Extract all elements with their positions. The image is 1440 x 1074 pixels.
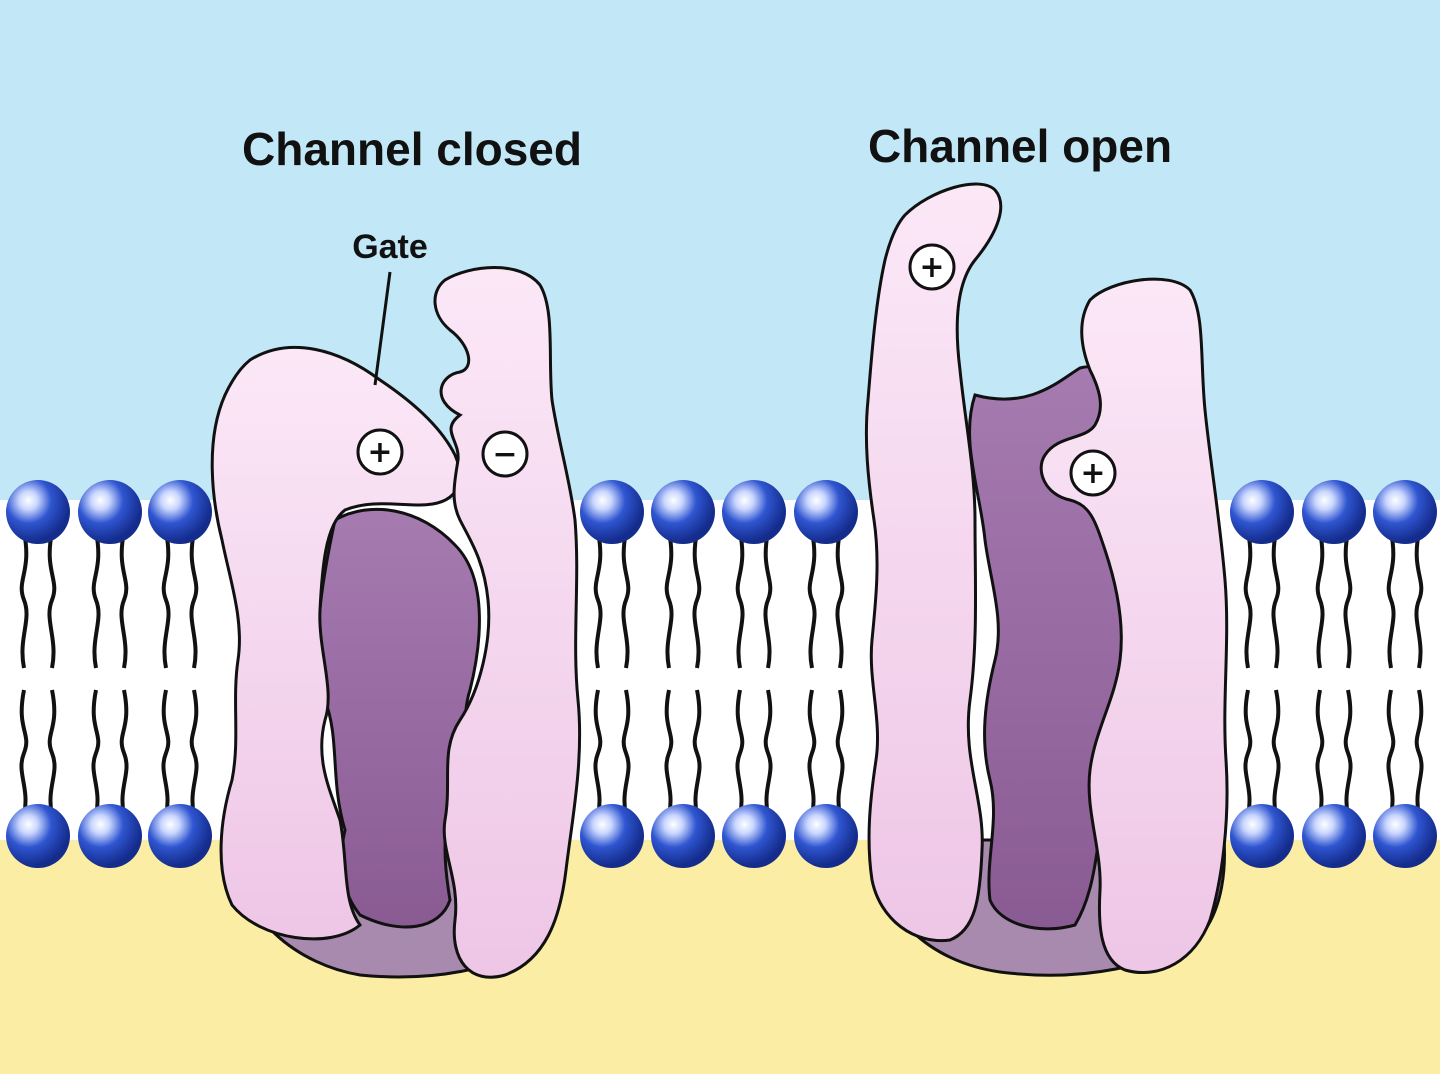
lipid-head xyxy=(722,480,786,544)
open-right-positive-charge-sign: + xyxy=(1080,456,1105,491)
lipid-tail xyxy=(91,531,101,669)
lipid-tail xyxy=(91,689,101,817)
lipid-head xyxy=(78,804,142,868)
lipid-tail xyxy=(735,689,745,817)
lipid-tail xyxy=(835,531,845,669)
lipid-tail xyxy=(807,531,817,669)
open-right-positive-charge: + xyxy=(1069,449,1117,497)
lipid-head xyxy=(6,480,70,544)
lipid-tail xyxy=(47,531,57,669)
lipid-tail xyxy=(1271,689,1281,817)
lipid-head xyxy=(1373,480,1437,544)
lipid-tail xyxy=(593,689,603,817)
lipid-tail xyxy=(621,531,631,669)
lipid-tail xyxy=(1243,531,1253,669)
lipid-tail xyxy=(692,689,702,817)
lipid-tail xyxy=(763,531,773,669)
lipid-tail xyxy=(1343,689,1353,817)
lipid-head xyxy=(722,804,786,868)
closed-channel: + − xyxy=(210,266,582,979)
closed-negative-charge-sign: − xyxy=(492,437,517,472)
lipid-head xyxy=(580,804,644,868)
lipid-head xyxy=(78,480,142,544)
lipid-head xyxy=(1302,480,1366,544)
lipid-head xyxy=(148,804,212,868)
lipid-head xyxy=(1230,480,1294,544)
lipid-tail xyxy=(1243,689,1253,817)
lipid-head xyxy=(580,480,644,544)
closed-positive-charge-sign: + xyxy=(367,435,392,470)
lipid-tail xyxy=(1414,689,1424,817)
lipid-tail xyxy=(1315,689,1325,817)
lipid-head xyxy=(794,804,858,868)
lipid-tail xyxy=(161,689,171,817)
closed-right-subunit xyxy=(433,266,582,979)
closed-channel-title: Channel closed xyxy=(242,123,582,175)
lipid-tail xyxy=(161,531,171,669)
lipid-tail xyxy=(19,531,29,669)
gate-label: Gate xyxy=(352,228,428,266)
lipid-head xyxy=(651,480,715,544)
lipid-head xyxy=(6,804,70,868)
gate-pointer-line xyxy=(373,271,392,386)
lipid-head xyxy=(651,804,715,868)
lipid-head xyxy=(1373,804,1437,868)
open-channel-title: Channel open xyxy=(868,120,1172,172)
lipid-tail xyxy=(189,689,199,817)
closed-negative-charge: − xyxy=(481,430,529,478)
lipid-head xyxy=(1230,804,1294,868)
closed-channel-pore xyxy=(316,507,481,929)
lipid-tail xyxy=(692,531,702,669)
lipid-tail xyxy=(119,689,129,817)
lipid-tail xyxy=(664,689,674,817)
lipid-tail xyxy=(835,689,845,817)
open-top-positive-charge-sign: + xyxy=(919,250,944,285)
lipid-tail xyxy=(189,531,199,669)
lipid-tail xyxy=(1343,531,1353,669)
lipid-head xyxy=(1302,804,1366,868)
lipid-head xyxy=(148,480,212,544)
lipid-tail xyxy=(1386,531,1396,669)
lipid-tail xyxy=(621,689,631,817)
lipid-tail xyxy=(1386,689,1396,817)
lipid-tail xyxy=(1315,531,1325,669)
lipid-tail xyxy=(593,531,603,669)
lipid-tail xyxy=(763,689,773,817)
lipid-tail xyxy=(1414,531,1424,669)
lipid-tail xyxy=(664,531,674,669)
lipid-tail xyxy=(19,689,29,817)
lipid-tail xyxy=(119,531,129,669)
open-top-positive-charge: + xyxy=(908,243,956,291)
lipid-tail xyxy=(47,689,57,817)
open-channel: + + xyxy=(864,182,1229,977)
lipid-tail xyxy=(735,531,745,669)
lipid-bilayer xyxy=(6,480,1437,868)
open-gate-subunit xyxy=(864,182,1003,943)
lipid-tail xyxy=(1271,531,1281,669)
lipid-tail xyxy=(807,689,817,817)
closed-positive-charge: + xyxy=(356,428,404,476)
lipid-head xyxy=(794,480,858,544)
